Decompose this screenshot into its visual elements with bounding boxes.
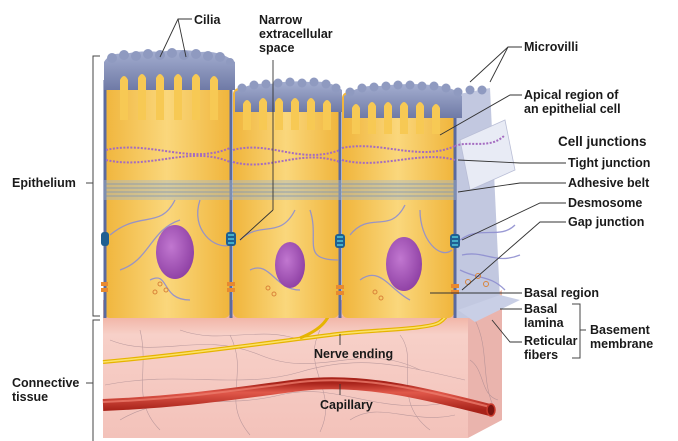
label-cilia: Cilia [194, 13, 221, 27]
label-tight-junction: Tight junction [568, 156, 651, 170]
cilia-gaps [120, 74, 218, 120]
epithelial-cell-1 [104, 60, 230, 318]
label-apical-region: Apical region of an epithelial cell [524, 88, 621, 116]
brackets [86, 55, 586, 441]
cut-cell-section [454, 88, 520, 322]
capillary-opening [486, 403, 496, 417]
nucleus-cell-1 [156, 225, 194, 279]
label-basement-membrane: Basement membrane [590, 323, 654, 351]
label-cell-junctions-heading: Cell junctions [558, 134, 647, 149]
label-narrow-extracellular-space: Narrow extracellular space [259, 13, 333, 55]
lateral-membranes [103, 80, 457, 318]
label-basal-lamina: Basal lamina [524, 302, 564, 330]
epithelial-cell-2 [233, 88, 339, 318]
connective-tissue-bracket [92, 319, 100, 441]
adhesive-belt-band [104, 180, 456, 200]
label-basal-region: Basal region [524, 286, 600, 300]
gap-junctions [101, 282, 459, 295]
epithelium-bracket [92, 55, 100, 317]
nucleus-cell-3 [386, 237, 422, 291]
nucleus-cell-2 [275, 242, 305, 288]
epithelial-cells [101, 48, 521, 318]
label-adhesive-belt: Adhesive belt [568, 176, 650, 190]
label-microvilli: Microvilli [524, 40, 579, 54]
actin-filaments [105, 134, 506, 166]
desmosomes [101, 232, 460, 248]
connective-tissue-front-face [103, 316, 468, 438]
epithelial-cell-3 [342, 92, 454, 318]
connective-tissue-block [102, 290, 502, 438]
label-reticular-fibers: Reticular fibers [524, 334, 578, 362]
leader-lines [159, 18, 566, 395]
label-gap-junction: Gap junction [568, 215, 645, 229]
intermediate-filaments [109, 199, 521, 301]
basement-membrane-bracket [572, 303, 581, 359]
label-nerve-ending: Nerve ending [314, 347, 394, 361]
label-connective-tissue: Connective tissue [12, 376, 80, 404]
label-desmosome: Desmosome [568, 196, 643, 210]
label-epithelium: Epithelium [12, 176, 76, 190]
capillary-vessel [102, 377, 492, 416]
label-capillary: Capillary [320, 398, 373, 412]
